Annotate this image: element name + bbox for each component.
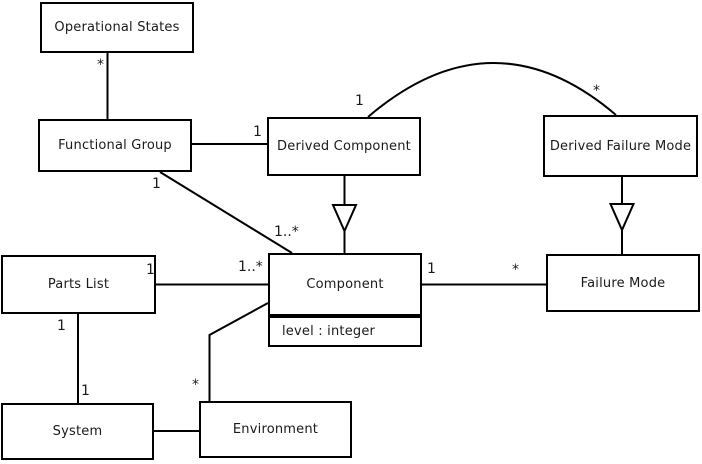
multiplicity-label: 1..* <box>238 259 263 275</box>
multiplicity-label: 1 <box>355 93 364 109</box>
class-box-operational-states[interactable]: Operational States <box>40 2 194 53</box>
class-box-parts-list[interactable]: Parts List <box>1 255 156 314</box>
multiplicity-label: 1 <box>253 124 262 140</box>
class-attribute: level : integer <box>282 324 376 339</box>
multiplicity-label: 1 <box>427 261 436 277</box>
class-label: Environment <box>232 422 319 437</box>
multiplicity-label: * <box>512 262 519 278</box>
class-box-system[interactable]: System <box>1 403 154 460</box>
class-label: System <box>52 424 103 439</box>
association-functionalgroup-component <box>159 171 293 254</box>
multiplicity-label: 1..* <box>274 224 299 240</box>
multiplicity-label: * <box>192 377 199 393</box>
association-environment-component <box>208 302 269 401</box>
class-box-environment[interactable]: Environment <box>199 401 352 458</box>
multiplicity-label: * <box>593 83 600 99</box>
association-arc-derivedcomponent-derivedfailuremode <box>367 62 617 118</box>
class-label: Derived Failure Mode <box>549 138 692 154</box>
generalization-triangle-icon <box>331 204 358 234</box>
class-box-derived-failure-mode[interactable]: Derived Failure Mode <box>543 115 698 177</box>
generalization-triangle-icon <box>608 203 636 233</box>
multiplicity-label: 1 <box>81 383 90 399</box>
class-box-failure-mode[interactable]: Failure Mode <box>546 254 700 312</box>
multiplicity-label: * <box>97 57 104 73</box>
class-label: Operational States <box>54 20 180 35</box>
class-label: Parts List <box>47 277 110 292</box>
class-label: Failure Mode <box>580 275 666 291</box>
class-box-functional-group[interactable]: Functional Group <box>38 119 192 172</box>
class-box-component[interactable]: Component level : integer <box>268 253 422 347</box>
class-attribute-compartment: level : integer <box>270 316 420 345</box>
class-label: Derived Component <box>277 139 411 154</box>
class-box-derived-component[interactable]: Derived Component <box>267 117 421 176</box>
multiplicity-label: 1 <box>152 176 161 192</box>
multiplicity-label: 1 <box>146 262 155 278</box>
class-label: Functional Group <box>58 138 172 153</box>
multiplicity-label: 1 <box>57 318 66 334</box>
class-name-compartment: Component <box>270 255 420 316</box>
class-label: Component <box>306 277 384 292</box>
